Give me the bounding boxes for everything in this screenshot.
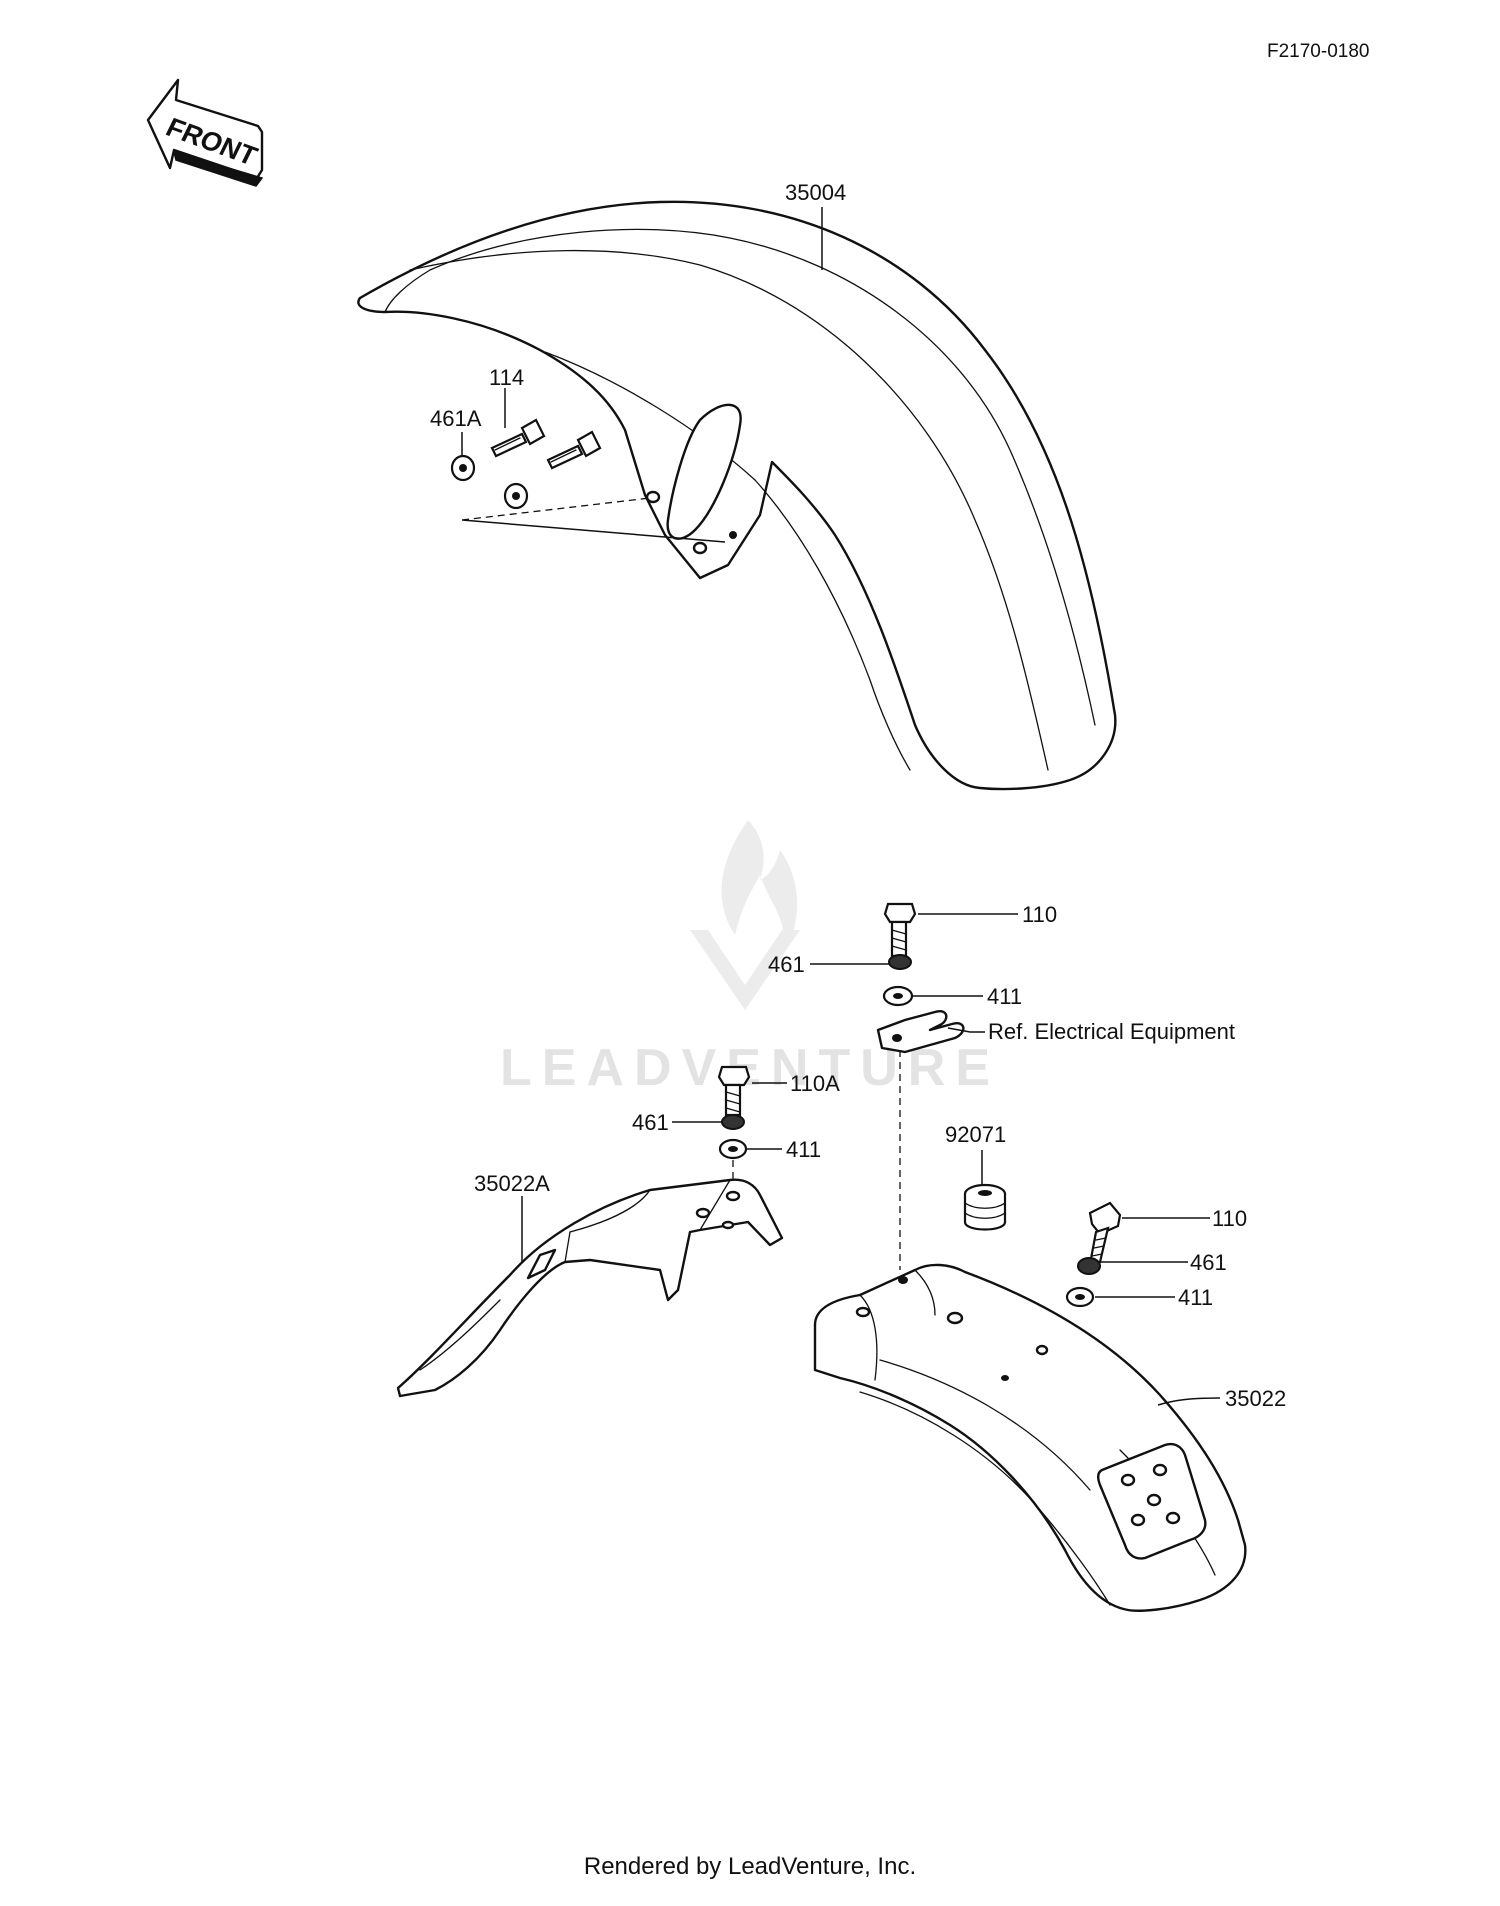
grommet-92071 bbox=[963, 1183, 1007, 1231]
front-arrow-icon: FRONT bbox=[146, 78, 264, 187]
footer-credit: Rendered by LeadVenture, Inc. bbox=[583, 1853, 917, 1880]
callout-110-top: 110 bbox=[1022, 902, 1057, 927]
lockwasher-461-mid bbox=[721, 1114, 745, 1130]
washer-411-right bbox=[1065, 1286, 1095, 1308]
callout-411-mid: 411 bbox=[786, 1137, 821, 1162]
washer-411-mid bbox=[718, 1138, 748, 1160]
lockwasher-461-top bbox=[888, 954, 912, 970]
callout-92071: 92071 bbox=[945, 1122, 1006, 1147]
callout-411-right: 411 bbox=[1178, 1285, 1213, 1310]
bolt-110-top bbox=[883, 902, 917, 958]
callout-461-top: 461 bbox=[768, 952, 805, 977]
leadventure-watermark: LEADVENTURE bbox=[500, 820, 1000, 1097]
nut-461A bbox=[450, 454, 529, 510]
callout-411-top: 411 bbox=[987, 984, 1022, 1009]
callout-110-right: 110 bbox=[1212, 1206, 1247, 1231]
callout-461A: 461A bbox=[430, 406, 482, 431]
figure-code: F2170-0180 bbox=[1267, 41, 1369, 62]
watermark-text: LEADVENTURE bbox=[500, 1039, 1000, 1097]
lockwasher-461-right bbox=[1077, 1257, 1101, 1275]
bolt-110-right bbox=[1088, 1201, 1122, 1266]
callout-110A: 110A bbox=[790, 1071, 840, 1096]
front-fender-35004 bbox=[357, 200, 1117, 791]
callout-ref-electrical: Ref. Electrical Equipment bbox=[988, 1019, 1235, 1044]
callout-114: 114 bbox=[489, 365, 524, 390]
clamp-ref-electrical bbox=[876, 1010, 965, 1054]
callout-461-right: 461 bbox=[1190, 1250, 1227, 1275]
rear-fender-35022 bbox=[813, 1263, 1247, 1612]
callout-35004: 35004 bbox=[785, 180, 846, 205]
inner-rear-fender-35022A bbox=[396, 1178, 784, 1398]
callout-461-mid: 461 bbox=[632, 1110, 669, 1135]
washer-411-top bbox=[882, 985, 914, 1007]
callout-35022: 35022 bbox=[1225, 1386, 1286, 1411]
callout-35022A: 35022A bbox=[474, 1171, 550, 1196]
bolt-114 bbox=[490, 418, 602, 470]
bolt-110A bbox=[717, 1065, 751, 1117]
